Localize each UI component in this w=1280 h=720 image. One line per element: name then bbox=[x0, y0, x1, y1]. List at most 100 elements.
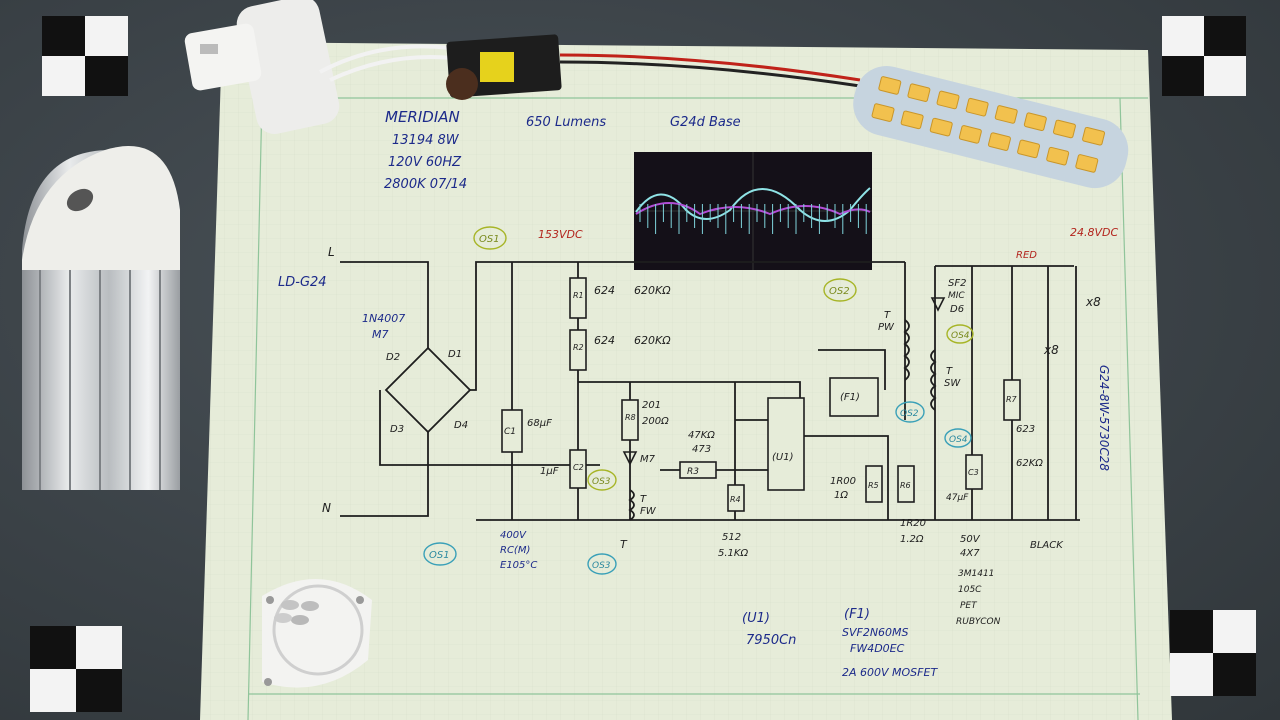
u1-body bbox=[767, 397, 805, 491]
circuit-wiring bbox=[340, 261, 1080, 521]
c2-value: 1µF bbox=[540, 466, 559, 477]
r8-code: 201 bbox=[642, 400, 661, 411]
r6-value: 1.2Ω bbox=[900, 534, 924, 545]
os2-b-label: OS2 bbox=[900, 409, 919, 419]
u1-note-ref: (U1) bbox=[742, 611, 770, 626]
d6-symbol bbox=[930, 297, 946, 312]
c2-body bbox=[569, 449, 587, 489]
led-chip bbox=[1017, 139, 1041, 159]
c3-ref: C3 bbox=[968, 468, 979, 477]
r4-ref: R4 bbox=[730, 495, 741, 504]
tfw-label: T bbox=[640, 494, 647, 505]
r1-body bbox=[569, 277, 587, 319]
r5-code: 1R00 bbox=[830, 476, 856, 487]
d4-label: D4 bbox=[454, 420, 468, 431]
led-strip bbox=[853, 66, 1129, 189]
f1-note-part: SVF2N60MS bbox=[842, 626, 909, 639]
led-count-a: x8 bbox=[1085, 295, 1101, 309]
c3-spec-v: 50V bbox=[960, 534, 981, 545]
r3-body bbox=[679, 461, 717, 479]
tfw-label-2: FW bbox=[640, 506, 657, 517]
d3-label: D3 bbox=[390, 424, 404, 435]
c1-spec-v: 400V bbox=[500, 530, 527, 541]
r7-ref: R7 bbox=[1006, 395, 1018, 404]
u1-ref: (U1) bbox=[772, 452, 793, 463]
oscilloscope-inset bbox=[634, 152, 872, 270]
bridge-type: 1N4007 bbox=[362, 312, 405, 325]
d6-code: SF2 bbox=[948, 278, 966, 289]
r8-body bbox=[621, 399, 639, 441]
led-chip bbox=[1023, 112, 1047, 132]
r3-code: 473 bbox=[692, 444, 711, 455]
os3-b-label: OS3 bbox=[592, 561, 611, 571]
red-wire-label: RED bbox=[1016, 250, 1037, 261]
os1-top-label: OS1 bbox=[479, 234, 500, 245]
tfw-coil bbox=[628, 489, 635, 521]
c1-body bbox=[501, 409, 523, 453]
led-chip bbox=[907, 83, 931, 102]
r8-ref: R8 bbox=[625, 413, 636, 422]
line-label: L bbox=[328, 245, 335, 259]
c1-value: 68µF bbox=[527, 418, 552, 429]
os1-bottom-label: OS1 bbox=[429, 550, 450, 561]
c3-spec-b: 3M1411 bbox=[958, 569, 994, 579]
r5-value: 1Ω bbox=[834, 490, 848, 501]
model-note: 13194 8W bbox=[392, 133, 460, 148]
f1-body bbox=[829, 377, 879, 417]
output-voltage: 24.8VDC bbox=[1070, 226, 1118, 239]
led-chip bbox=[965, 97, 989, 117]
rating-note: 120V 60HZ bbox=[388, 155, 462, 170]
graph-paper bbox=[200, 42, 1172, 720]
bridge-marking: M7 bbox=[372, 328, 389, 341]
vertical-part-label: G24-8W-5730C28 bbox=[1097, 365, 1111, 471]
f1-note-ref: (F1) bbox=[844, 607, 870, 622]
led-chip bbox=[936, 90, 960, 110]
m7-marking: M7 bbox=[640, 454, 656, 465]
r1-value: 620KΩ bbox=[634, 284, 671, 297]
os4-b-label: OS4 bbox=[949, 435, 968, 445]
transformer-tap: T bbox=[620, 538, 628, 551]
tpw-label: T bbox=[884, 310, 891, 321]
part-label: LD-G24 bbox=[278, 275, 327, 290]
c1-spec-temp: E105°C bbox=[500, 560, 537, 571]
led-chip bbox=[871, 103, 895, 122]
tsw-label: T bbox=[946, 366, 953, 377]
os4-label: OS4 bbox=[951, 331, 970, 341]
led-chip bbox=[1046, 146, 1070, 166]
r6-code: 1R20 bbox=[900, 518, 926, 529]
r5-body bbox=[865, 465, 883, 503]
calibration-marker-bottom-left bbox=[30, 626, 122, 712]
calibration-marker-top-right bbox=[1162, 16, 1246, 96]
c3-spec-t: 4X7 bbox=[960, 548, 980, 559]
d1-label: D1 bbox=[448, 349, 462, 360]
tpw-coil bbox=[903, 319, 910, 381]
r7-value: 62KΩ bbox=[1016, 458, 1043, 469]
components bbox=[501, 277, 1021, 521]
r3-value: 47KΩ bbox=[688, 430, 715, 441]
r2-body bbox=[569, 329, 587, 371]
c3-spec-m: RUBYCON bbox=[956, 617, 1001, 627]
r2-ref: R2 bbox=[573, 343, 584, 352]
led-count-b: x8 bbox=[1043, 343, 1059, 357]
led-chip bbox=[958, 125, 982, 144]
tsw-coil bbox=[930, 349, 937, 411]
d2-label: D2 bbox=[386, 352, 400, 363]
c3-spec-f: PET bbox=[960, 601, 978, 611]
os2-label: OS2 bbox=[829, 286, 850, 297]
scope-spikes bbox=[639, 204, 867, 234]
led-chip bbox=[900, 110, 924, 130]
g24-plug-base bbox=[184, 0, 340, 134]
led-chips bbox=[871, 76, 1106, 173]
os3-label: OS3 bbox=[592, 477, 611, 487]
led-chip bbox=[1052, 119, 1076, 139]
calibration-marker-bottom-right bbox=[1170, 610, 1256, 696]
lumens-note: 650 Lumens bbox=[526, 115, 606, 130]
base-note: G24d Base bbox=[670, 115, 741, 130]
f1-note-marking: FW4D0EC bbox=[850, 642, 905, 655]
r1-code: 624 bbox=[594, 284, 615, 297]
r4-value: 5.1KΩ bbox=[718, 548, 748, 559]
tsw-label-2: SW bbox=[944, 378, 961, 389]
temp-note: 2800K 07/14 bbox=[384, 177, 467, 192]
r2-value: 620KΩ bbox=[634, 334, 671, 347]
